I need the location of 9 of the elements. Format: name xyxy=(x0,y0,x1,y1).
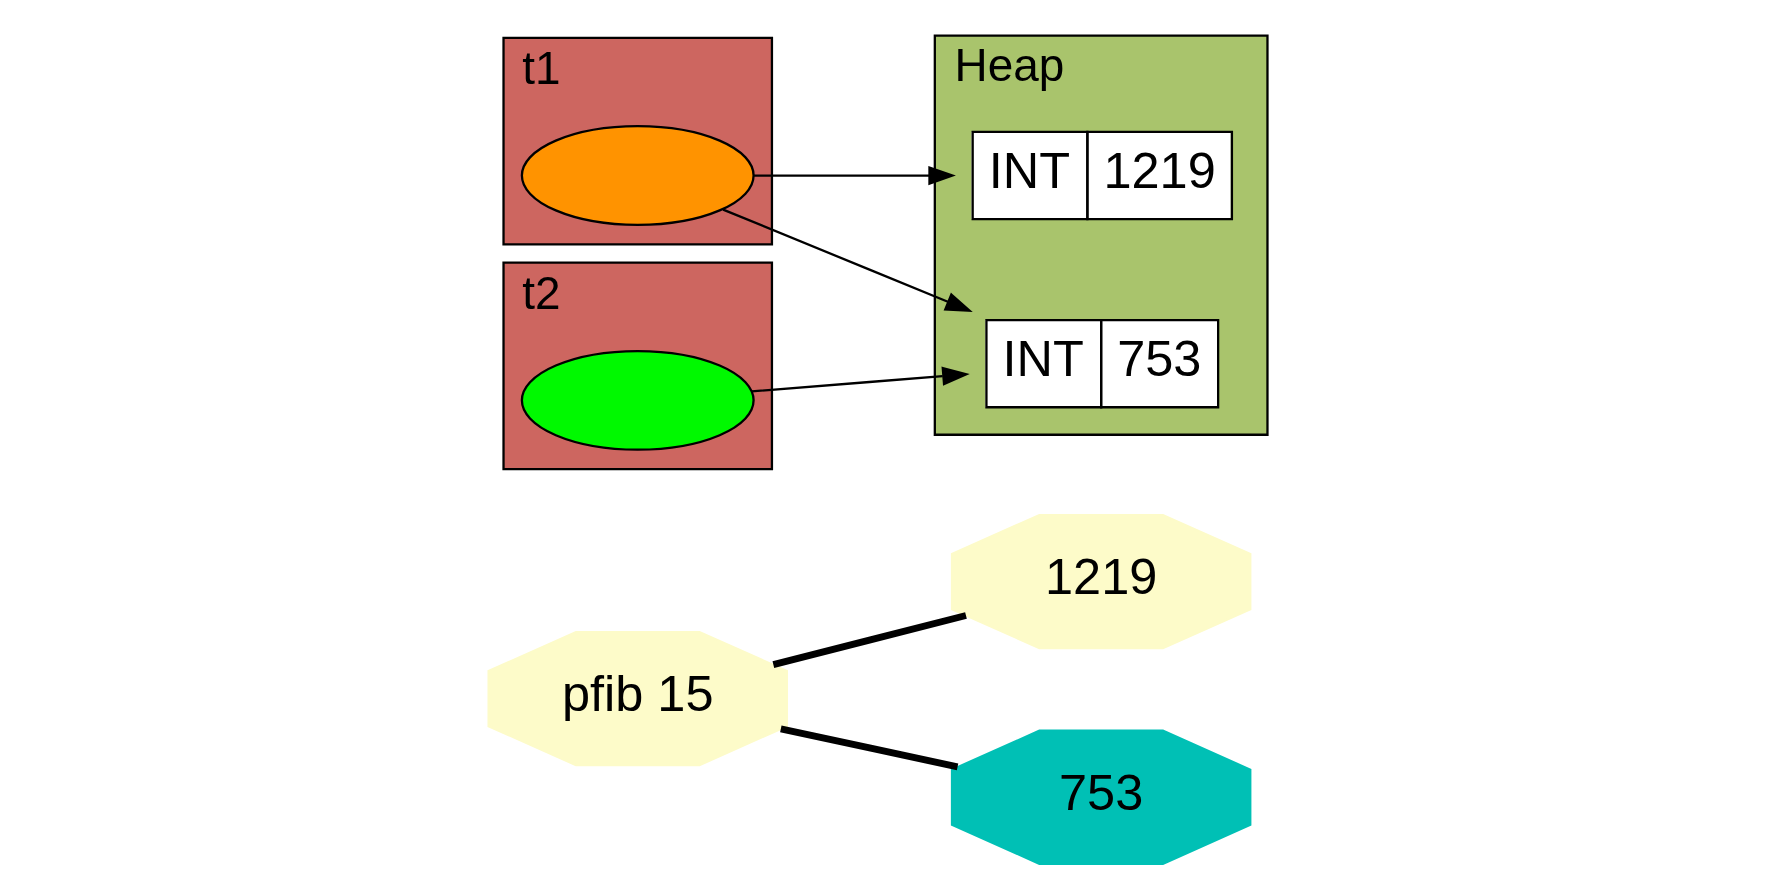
connector xyxy=(780,725,959,771)
cluster: t1 xyxy=(502,36,774,246)
cluster: t2 xyxy=(502,261,774,471)
node-ellipse xyxy=(520,125,755,226)
arrow xyxy=(754,165,956,186)
arrow xyxy=(751,366,970,393)
connector xyxy=(772,612,967,668)
arrow xyxy=(722,208,973,312)
node-ellipse xyxy=(520,349,755,451)
